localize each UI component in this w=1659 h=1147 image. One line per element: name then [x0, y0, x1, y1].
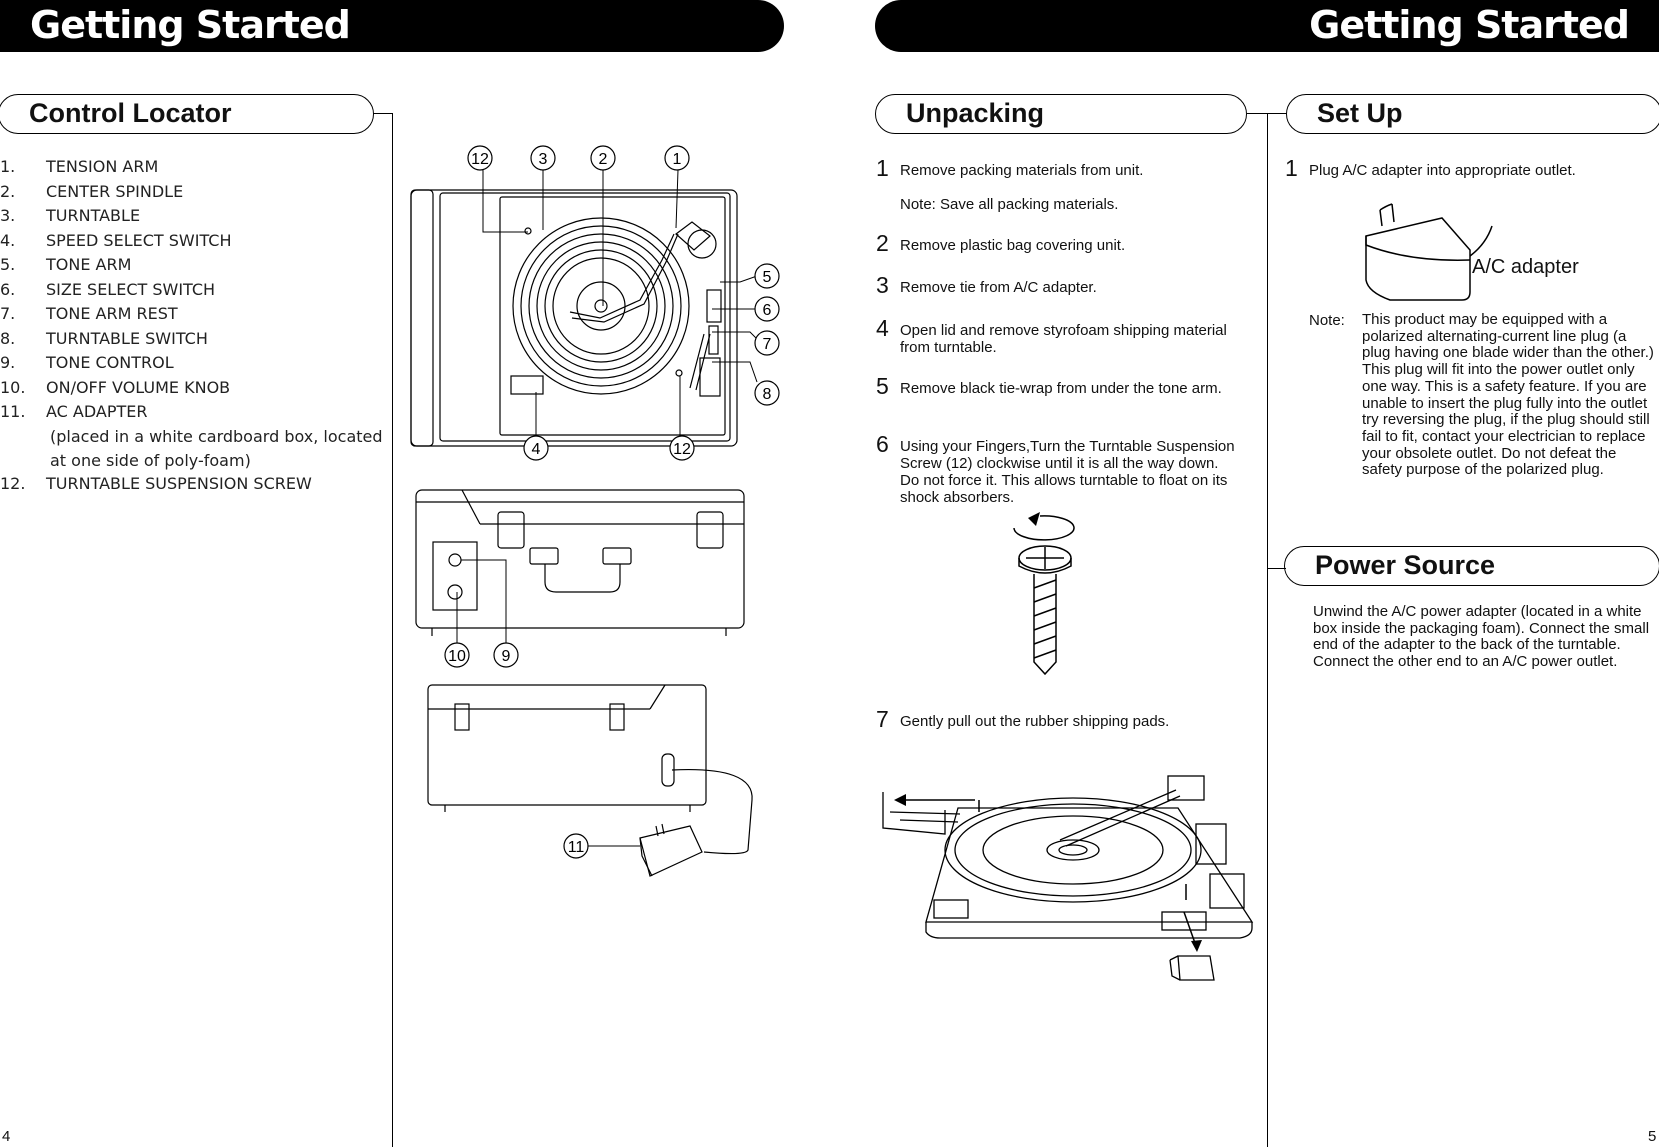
unpacking-step-2-text: Remove plastic bag covering unit.: [900, 237, 1126, 254]
callout-7: 7: [763, 336, 772, 353]
callout-6: 6: [763, 302, 772, 319]
list-item: 8.TURNTABLE SWITCH: [0, 328, 208, 348]
setup-note-text: This product may be equipped with a pola…: [1362, 311, 1654, 479]
list-item: 10.ON/OFF VOLUME KNOB: [0, 377, 231, 397]
list-item: 7.TONE ARM REST: [0, 304, 178, 323]
unpacking-step-4-num: 4: [876, 315, 889, 341]
suspension-screw-illustration: [1013, 512, 1075, 676]
banner-right: Getting Started: [875, 0, 1659, 52]
turntable-top-view-diagram: 12 3 2 1 5 6 7 8 4 12: [410, 145, 780, 461]
unpacking-step-7-text: Gently pull out the rubber shipping pads…: [900, 713, 1170, 730]
callout-4: 4: [532, 441, 541, 458]
callout-2: 2: [599, 151, 608, 168]
setup-step-1-text: Plug A/C adapter into appropriate outlet…: [1309, 162, 1576, 179]
list-item-label: TURNTABLE SUSPENSION SCREW: [46, 474, 312, 493]
unpacking-title: Unpacking: [875, 94, 1247, 134]
banner-left: Getting Started: [0, 0, 784, 52]
list-item: 9.TONE CONTROL: [0, 353, 174, 372]
control-locator-title: Control Locator: [0, 94, 374, 134]
unpacking-step-3-num: 3: [876, 272, 889, 298]
unpacking-step-3-text: Remove tie from A/C adapter.: [900, 279, 1097, 296]
ac-adapter-illustration: [1365, 203, 1493, 301]
back-view-adapter-diagram: 11: [427, 684, 753, 877]
callout-11: 11: [568, 839, 585, 856]
unpacking-note: Note: Save all packing materials.: [900, 196, 1119, 213]
list-item: 5.TONE ARM: [0, 255, 132, 274]
list-item: 1.TENSION ARM: [0, 157, 159, 176]
power-source-text: Unwind the A/C power adapter (located in…: [1313, 603, 1650, 671]
control-locator-list: 1.TENSION ARM 2.CENTER SPINDLE 3.TURNTAB…: [0, 155, 390, 425]
list-item: 6.SIZE SELECT SWITCH: [0, 279, 216, 299]
power-source-title: Power Source: [1284, 546, 1659, 586]
list-item: 4.SPEED SELECT SWITCH: [0, 230, 232, 250]
divider-connector: [373, 113, 393, 114]
adapter-note-line1: (placed in a white cardboard box, locate…: [50, 427, 383, 446]
unpacking-step-5-text: Remove black tie-wrap from under the ton…: [900, 380, 1222, 397]
unpacking-step-6-text: Using your Fingers,Turn the Turntable Su…: [900, 438, 1235, 506]
unpacking-step-4-text: Open lid and remove styrofoam shipping m…: [900, 322, 1227, 356]
callout-9: 9: [502, 648, 511, 665]
divider-left: [392, 113, 393, 1147]
callout-3: 3: [539, 151, 548, 168]
callout-8: 8: [763, 386, 772, 403]
callout-12: 12: [471, 151, 489, 168]
list-item: 12. TURNTABLE SUSPENSION SCREW: [0, 474, 390, 498]
adapter-label: A/C adapter: [1472, 256, 1579, 278]
callout-1: 1: [673, 151, 682, 168]
unpacking-step-7-num: 7: [876, 706, 889, 732]
list-item: 2.CENTER SPINDLE: [0, 181, 184, 201]
divider-right: [1267, 113, 1268, 1147]
list-item: 3.TURNTABLE: [0, 206, 141, 225]
setup-title: Set Up: [1286, 94, 1659, 134]
unpacking-step-6-num: 6: [876, 431, 889, 457]
callout-10: 10: [448, 648, 466, 665]
adapter-note-line2: at one side of poly-foam): [50, 451, 251, 470]
list-item-num: 12.: [0, 474, 26, 493]
page-number-right: 5: [1648, 1128, 1657, 1145]
list-item: 11.AC ADAPTER: [0, 402, 148, 421]
callout-12b: 12: [673, 441, 691, 458]
unpacking-step-5-num: 5: [876, 373, 889, 399]
callout-5: 5: [763, 269, 772, 286]
divider-connector: [1267, 568, 1286, 569]
front-view-diagram: 10 9: [415, 489, 745, 668]
shipping-pads-turntable-illustration: [882, 775, 1254, 981]
unpacking-step-1-text: Remove packing materials from unit.: [900, 162, 1144, 179]
setup-note-label: Note:: [1309, 312, 1345, 329]
unpacking-step-1-num: 1: [876, 155, 889, 181]
page-number-left: 4: [2, 1128, 11, 1145]
setup-step-1-num: 1: [1285, 155, 1298, 181]
unpacking-step-2-num: 2: [876, 230, 889, 256]
